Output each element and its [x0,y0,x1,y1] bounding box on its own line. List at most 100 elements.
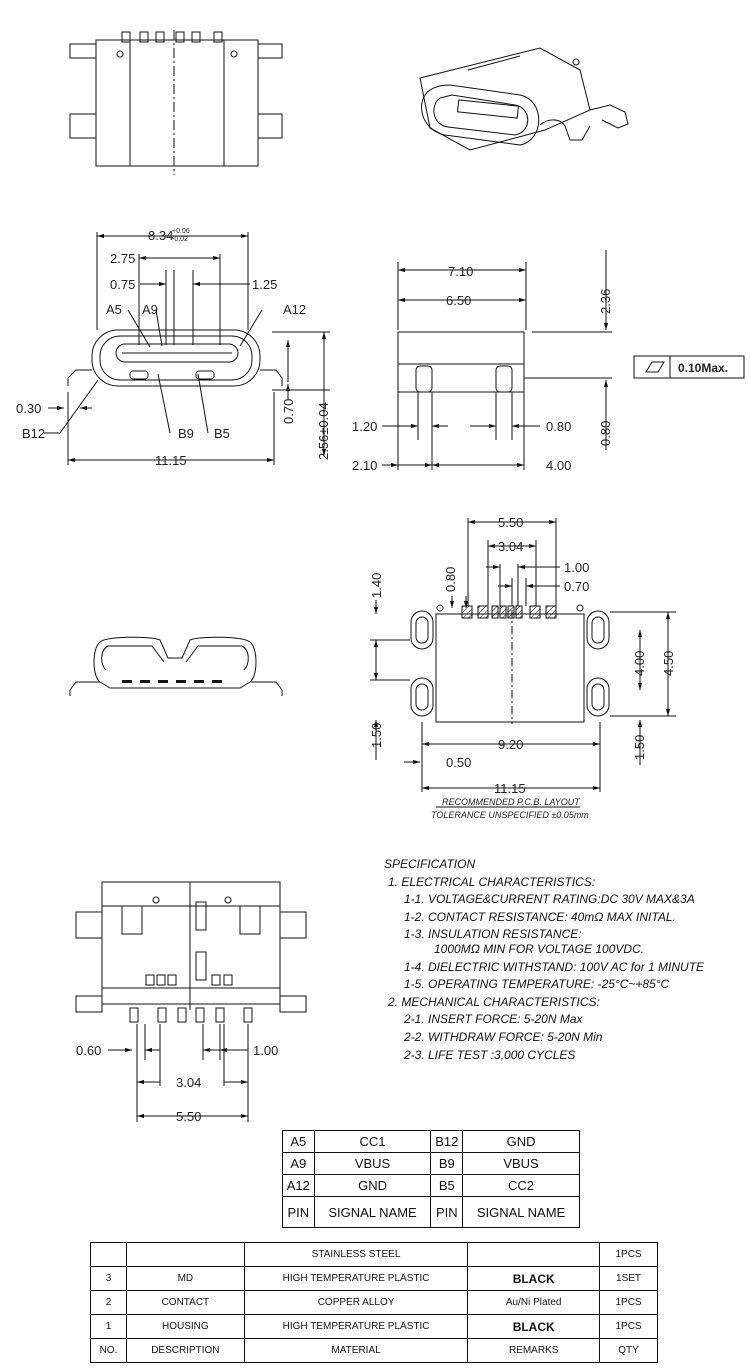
dim-2-75: 2.75 [110,251,135,266]
dim-6-50: 6.50 [446,293,471,308]
pcb-dim-4-50: 4.50 [661,651,676,676]
spec-electrical: 1. ELECTRICAL CHARACTERISTICS: [388,874,596,889]
bom-qty: 1PCS [599,1290,658,1315]
signal-cell: CC1 [313,1130,432,1153]
isometric-view [419,47,629,151]
pcb-dim-0-50: 0.50 [446,755,471,770]
dim-0-70: 0.70 [281,399,296,424]
spec-2-3: 2-3. LIFE TEST :3,000 CYCLES [404,1047,576,1062]
spec-1-4: 1-4. DIELECTRIC WITHSTAND: 100V AC for 1… [404,959,705,974]
spec-mechanical: 2. MECHANICAL CHARACTERISTICS: [388,994,600,1009]
pcb-dim-1-50-left: 1.50 [369,723,384,748]
bottom-view [75,881,307,1122]
bom-description: CONTACT [125,1290,245,1315]
pin-label-a5: A5 [106,302,122,317]
bom-qty: 1SET [599,1266,658,1291]
pcb-dim-0-80: 0.80 [443,567,458,592]
pin-cell: B12 [430,1130,464,1153]
signal-cell: CC2 [462,1174,580,1197]
dim-width: 8.34 [148,228,173,243]
spec-1-1: 1-1. VOLTAGE&CURRENT RATING:DC 30V MAX&3… [404,892,695,907]
bom-description: HOUSING [125,1314,245,1339]
pin-cell: B9 [430,1152,464,1175]
side-view [382,250,745,470]
bom-material: HIGH TEMPERATURE PLASTIC [243,1266,469,1291]
table-row: STAINLESS STEEL 1PCS [90,1242,658,1267]
dim-7-10: 7.10 [448,264,473,279]
bill-of-materials-table: STAINLESS STEEL 1PCS 3 MD HIGH TEMPERATU… [90,1242,658,1363]
end-view [69,636,283,696]
dim-0-80-side: 0.80 [546,419,571,434]
pin-label-a9: A9 [142,302,158,317]
pin-cell: A5 [282,1130,315,1153]
header-pin: PIN [430,1196,464,1228]
bom-no: 2 [90,1290,127,1315]
header-signal-name: SIGNAL NAME [313,1196,432,1228]
spec-2-2: 2-2. WITHDRAW FORCE: 5-20N Min [404,1029,603,1044]
bom-description [125,1242,245,1267]
spec-1-3-detail: 1000MΩ MIN FOR VOLTAGE 100VDC. [434,941,645,956]
pcb-dim-9-20: 9.20 [498,737,523,752]
header-qty: QTY [599,1338,658,1363]
pcb-dim-1-50-right: 1.50 [632,735,647,760]
table-row: 3 MD HIGH TEMPERATURE PLASTIC BLACK 1SET [90,1266,658,1291]
signal-cell: GND [462,1130,580,1153]
dim-2-36: 2.36 [598,289,613,314]
pcb-dim-0-70: 0.70 [564,579,589,594]
bom-remarks: Au/Ni Plated [467,1290,601,1315]
table-header-row: NO. DESCRIPTION MATERIAL REMARKS QTY [90,1338,658,1363]
bom-material: COPPER ALLOY [243,1290,469,1315]
pcb-dim-1-00: 1.00 [564,560,589,575]
dim-0-30: 0.30 [16,401,41,416]
header-description: DESCRIPTION [125,1338,245,1363]
pin-label-a12: A12 [283,302,306,317]
table-row: 1 HOUSING HIGH TEMPERATURE PLASTIC BLACK… [90,1314,658,1339]
dim-11-15: 11.15 [155,453,187,468]
dim-height: 2.56±0.04 [316,402,331,460]
pin-label-b9: B9 [178,426,194,441]
top-view [69,30,283,175]
dim-width-tol-down: -0.02 [172,236,188,243]
pin-cell: B5 [430,1174,464,1197]
pin-cell: A12 [282,1174,315,1197]
pin-label-b12: B12 [22,426,45,441]
table-row: 2 CONTACT COPPER ALLOY Au/Ni Plated 1PCS [90,1290,658,1315]
pin-signal-table: A5 CC1 B12 GND A9 VBUS B9 VBUS A12 GND B… [282,1130,580,1228]
header-pin: PIN [282,1196,315,1228]
spec-1-3: 1-3. INSULATION RESISTANCE: [404,927,582,942]
bom-material: HIGH TEMPERATURE PLASTIC [243,1314,469,1339]
signal-cell: VBUS [313,1152,432,1175]
pcb-dim-11-15: 11.15 [494,781,526,796]
flatness-value: 0.10Max. [678,361,728,375]
header-signal-name: SIGNAL NAME [462,1196,580,1228]
specification-block: SPECIFICATION 1. ELECTRICAL CHARACTERIST… [384,856,744,1064]
dim-width-tol-up: +0.06 [172,228,190,235]
header-remarks: REMARKS [467,1338,601,1363]
bom-material: STAINLESS STEEL [243,1242,469,1267]
signal-cell: VBUS [462,1152,580,1175]
table-row: A12 GND B5 CC2 [282,1174,580,1197]
bottom-dim-1-00: 1.00 [253,1043,278,1058]
pcb-dim-4-00: 4.00 [632,651,647,676]
bom-remarks: BLACK [467,1314,601,1339]
bom-no [90,1242,127,1267]
dim-4-00-side: 4.00 [546,458,571,473]
pin-label-b5: B5 [214,426,230,441]
header-material: MATERIAL [243,1338,469,1363]
bom-remarks: BLACK [467,1266,601,1291]
signal-cell: GND [313,1174,432,1197]
pcb-dim-1-40: 1.40 [369,573,384,598]
pcb-dim-5-50: 5.50 [498,515,523,530]
bottom-dim-5-50: 5.50 [176,1109,201,1124]
spec-1-2: 1-2. CONTACT RESISTANCE: 40mΩ MAX INITAL… [404,909,676,924]
dim-1-20: 1.20 [352,419,377,434]
bottom-dim-0-60: 0.60 [76,1043,101,1058]
bom-qty: 1PCS [599,1314,658,1339]
header-no: NO. [90,1338,127,1363]
table-row: A9 VBUS B9 VBUS [282,1152,580,1175]
front-view [44,232,330,465]
table-row: A5 CC1 B12 GND [282,1130,580,1153]
bottom-dim-3-04: 3.04 [176,1075,201,1090]
dim-0-80-vert: 0.80 [598,421,613,446]
spec-title: SPECIFICATION [384,857,476,871]
